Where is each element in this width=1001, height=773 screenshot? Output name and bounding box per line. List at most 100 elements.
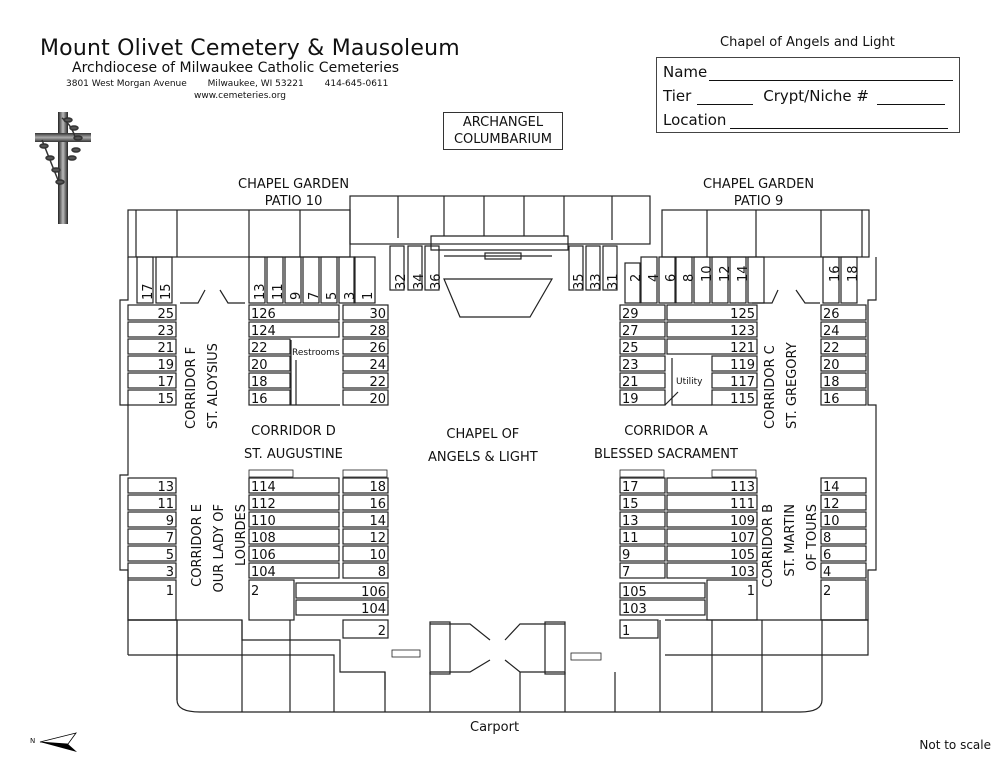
crypt-d_inner_short-20[interactable]	[248, 355, 291, 372]
crypt-b-bottom-1[interactable]	[619, 619, 659, 639]
crypt-c_outer-22[interactable]	[820, 338, 867, 355]
crypt-e_outer-3[interactable]	[127, 562, 177, 579]
crypt-c_outer-16[interactable]	[820, 389, 867, 406]
crypt-e_inner-104[interactable]	[248, 562, 340, 579]
crypt-d_right-22[interactable]	[342, 372, 389, 389]
crypt-d_right-30[interactable]	[342, 304, 389, 321]
crypt-e_inner-114[interactable]	[248, 477, 340, 494]
corridor-f-label[interactable]: CORRIDOR F ST. ALOYSIUS	[181, 319, 225, 429]
crypt-d_inner_long-124[interactable]	[248, 321, 340, 338]
crypt-e_inner-108[interactable]	[248, 528, 340, 545]
restrooms-label[interactable]: Restrooms	[292, 348, 340, 358]
crypt-e_right-10[interactable]	[342, 545, 389, 562]
crypt-e_outer-11[interactable]	[127, 494, 177, 511]
crypt-c_outer-18[interactable]	[820, 372, 867, 389]
crypt-a_left-29[interactable]	[619, 304, 666, 321]
corridor-a-label[interactable]: CORRIDOR A BLESSED SACRAMENT	[594, 420, 738, 466]
crypt-e_right-18[interactable]	[342, 477, 389, 494]
crypt-b_long-113[interactable]	[666, 477, 758, 494]
crypt-number: 103	[622, 602, 647, 617]
crypt-f_outer-21[interactable]	[127, 338, 177, 355]
name-field[interactable]	[709, 66, 954, 81]
crypt-a_left-27[interactable]	[619, 321, 666, 338]
archangel-columbarium[interactable]: ARCHANGEL COLUMBARIUM	[443, 112, 563, 150]
crypt-e-bottom-2[interactable]	[342, 619, 389, 639]
crypt-b_left-9[interactable]	[619, 545, 666, 562]
crypt-a_long-121[interactable]	[666, 338, 758, 355]
crypt-a_short-115[interactable]	[711, 389, 758, 406]
crypt-b_long-105[interactable]	[666, 545, 758, 562]
crypt-number: 5	[166, 548, 174, 563]
crypt-e_bottom-106[interactable]	[295, 582, 389, 599]
niche-number: 3	[343, 292, 358, 300]
chapel-line-2: ANGELS & LIGHT	[428, 450, 538, 465]
crypt-f_outer-19[interactable]	[127, 355, 177, 372]
crypt-a_short-119[interactable]	[711, 355, 758, 372]
crypt-b_outer-6[interactable]	[820, 545, 867, 562]
crypt-e_right-14[interactable]	[342, 511, 389, 528]
crypt-b_left-11[interactable]	[619, 528, 666, 545]
crypt-d_inner_long-126[interactable]	[248, 304, 340, 321]
crypt-a_long-123[interactable]	[666, 321, 758, 338]
crypt-b_long-103[interactable]	[666, 562, 758, 579]
crypt-b_left-15[interactable]	[619, 494, 666, 511]
crypt-a_left-23[interactable]	[619, 355, 666, 372]
crypt-e_right-12[interactable]	[342, 528, 389, 545]
crypt-c_outer-24[interactable]	[820, 321, 867, 338]
niche-number: 31	[606, 273, 621, 290]
crypt-d_right-24[interactable]	[342, 355, 389, 372]
crypt-d_right-20[interactable]	[342, 389, 389, 406]
crypt-b_long-111[interactable]	[666, 494, 758, 511]
crypt-e_outer-7[interactable]	[127, 528, 177, 545]
crypt-b_left-17[interactable]	[619, 477, 666, 494]
crypt-b_outer-12[interactable]	[820, 494, 867, 511]
corridor-b-label[interactable]: CORRIDOR B ST. MARTIN OF TOURS	[758, 504, 824, 616]
crypt-b_outer-14[interactable]	[820, 477, 867, 494]
crypt-a_left-19[interactable]	[619, 389, 666, 406]
crypt-e_bottom-104[interactable]	[295, 599, 389, 616]
corridor-d-label[interactable]: CORRIDOR D ST. AUGUSTINE	[244, 420, 343, 466]
crypt-e_inner-110[interactable]	[248, 511, 340, 528]
crypt-a_left-25[interactable]	[619, 338, 666, 355]
crypt-d_inner_short-16[interactable]	[248, 389, 291, 406]
crypt-b_outer-8[interactable]	[820, 528, 867, 545]
location-field[interactable]	[730, 114, 949, 129]
crypt-d_right-26[interactable]	[342, 338, 389, 355]
crypt-b_long-109[interactable]	[666, 511, 758, 528]
crypt-f_outer-17[interactable]	[127, 372, 177, 389]
crypt-e_outer-9[interactable]	[127, 511, 177, 528]
crypt-field[interactable]	[876, 90, 945, 105]
crypt-b_outer-10[interactable]	[820, 511, 867, 528]
crypt-number: 2	[823, 584, 831, 599]
crypt-d_inner_short-22[interactable]	[248, 338, 291, 355]
crypt-b_left-7[interactable]	[619, 562, 666, 579]
crypt-c_outer-26[interactable]	[820, 304, 867, 321]
crypt-e-inner-2[interactable]	[248, 579, 295, 621]
crypt-e_inner-112[interactable]	[248, 494, 340, 511]
crypt-a_long-125[interactable]	[666, 304, 758, 321]
crypt-e_outer-13[interactable]	[127, 477, 177, 494]
chapel-of-angels-and-light[interactable]: CHAPEL OF ANGELS & LIGHT	[428, 423, 538, 469]
crypt-e_outer-5[interactable]	[127, 545, 177, 562]
crypt-f_outer-15[interactable]	[127, 389, 177, 406]
crypt-e_right-8[interactable]	[342, 562, 389, 579]
niche-number: 12	[718, 265, 733, 282]
corridor-c-label[interactable]: CORRIDOR C ST. GREGORY	[760, 319, 804, 429]
crypt-b_long-107[interactable]	[666, 528, 758, 545]
website-link[interactable]: www.cemeteries.org	[194, 91, 287, 101]
crypt-e_right-16[interactable]	[342, 494, 389, 511]
crypt-c_outer-20[interactable]	[820, 355, 867, 372]
crypt-d_inner_short-18[interactable]	[248, 372, 291, 389]
crypt-d_right-28[interactable]	[342, 321, 389, 338]
crypt-a_left-21[interactable]	[619, 372, 666, 389]
crypt-b_bottom-105[interactable]	[619, 582, 706, 599]
crypt-e_inner-106[interactable]	[248, 545, 340, 562]
crypt-f_outer-23[interactable]	[127, 321, 177, 338]
crypt-a_short-117[interactable]	[711, 372, 758, 389]
crypt-f_outer-25[interactable]	[127, 304, 177, 321]
crypt-b_bottom-103[interactable]	[619, 599, 706, 616]
crypt-b_left-13[interactable]	[619, 511, 666, 528]
tier-field[interactable]	[697, 90, 754, 105]
crypt-b_outer-4[interactable]	[820, 562, 867, 579]
corridor-e-label[interactable]: CORRIDOR E OUR LADY OF LOURDES	[187, 504, 253, 616]
